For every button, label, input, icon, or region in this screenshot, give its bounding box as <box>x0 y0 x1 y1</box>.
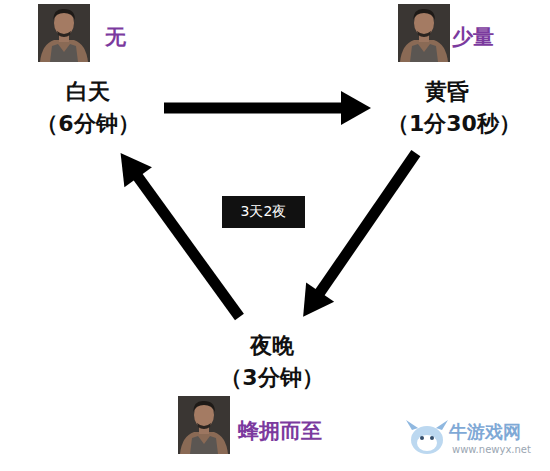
cycle-arrow <box>303 153 416 317</box>
box-text: 3天2夜 <box>241 203 287 221</box>
phase-name: 白天 <box>28 76 148 108</box>
arrow-head <box>341 91 371 125</box>
watermark: 牛游戏网 <box>449 420 521 444</box>
arrow-head <box>121 153 152 187</box>
avatar <box>178 396 230 454</box>
arrow-shaft <box>164 103 345 114</box>
enemy-amount: 蜂拥而至 <box>238 418 322 444</box>
avatar <box>38 4 90 62</box>
arrow-head <box>303 282 334 316</box>
phase-node: 夜晚（3分钟）蜂拥而至 <box>212 330 332 394</box>
phase-name: 黄昏 <box>387 76 507 108</box>
phase-duration: （6分钟） <box>28 108 148 140</box>
phase-name: 夜晚 <box>212 330 332 362</box>
watermark-mascot <box>406 420 448 454</box>
phase-duration: （3分钟） <box>212 362 332 394</box>
phase-node: 少量黄昏（1分30秒） <box>387 76 507 140</box>
phase-duration: （1分30秒） <box>387 108 507 140</box>
watermark: www.newyx.net <box>452 444 531 455</box>
phase-node: 无白天（6分钟） <box>28 76 148 140</box>
enemy-amount: 少量 <box>452 24 494 50</box>
avatar <box>398 4 450 62</box>
enemy-amount: 无 <box>105 24 126 50</box>
cycle-arrow <box>121 153 240 317</box>
cycle-arrow <box>164 91 371 125</box>
arrow-shaft <box>318 153 416 295</box>
cycle-box: 3天2夜 <box>222 196 305 228</box>
